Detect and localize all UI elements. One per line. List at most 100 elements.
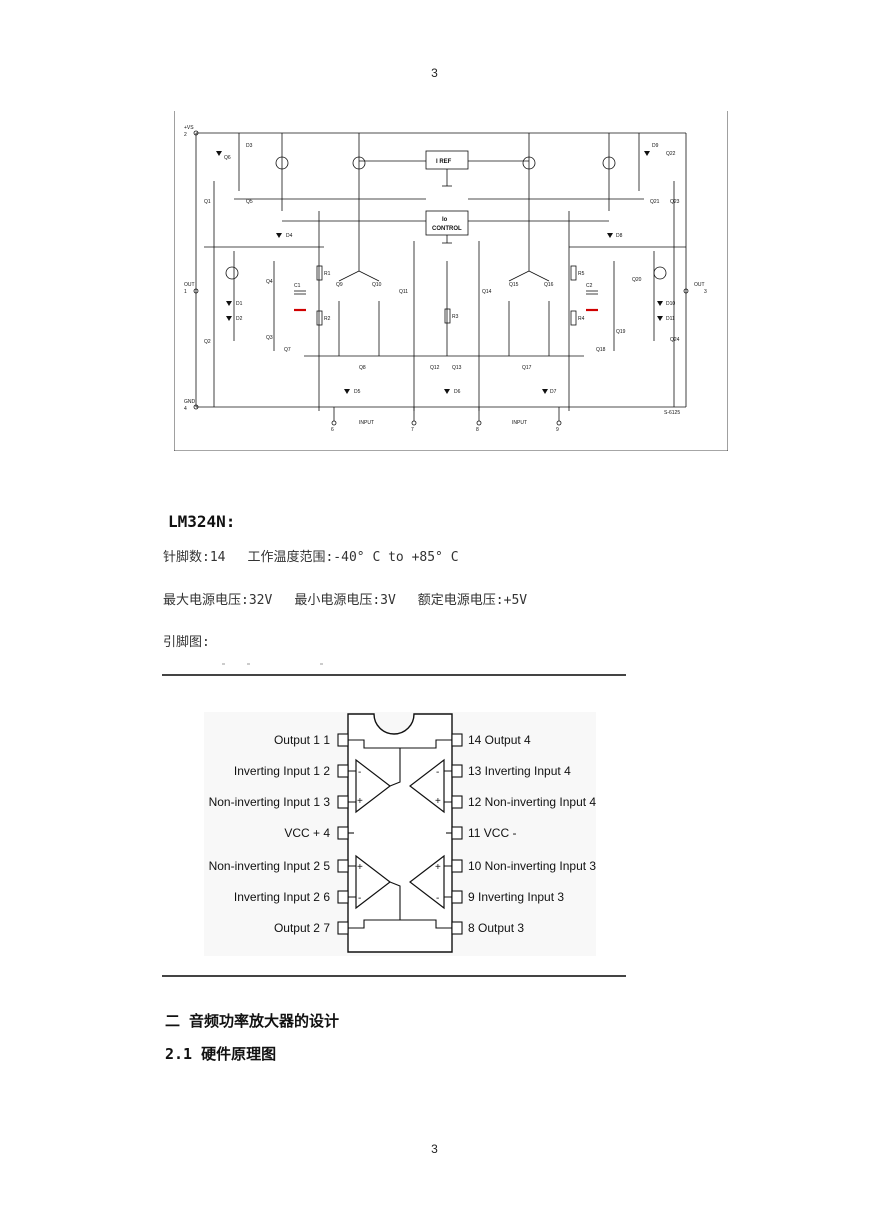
op3-minus: - (436, 893, 439, 904)
op2-minus: - (358, 893, 361, 904)
pin-label-right: 8 Output 3 (468, 921, 524, 935)
pin-label-left: Output 1 1 (274, 733, 330, 747)
sch-component-label: Q10 (372, 282, 382, 288)
pin-label-right: 10 Non-inverting Input 3 (468, 859, 596, 873)
section-2-1-title: 2.1 硬件原理图 (165, 1045, 277, 1063)
pin-label-right: 9 Inverting Input 3 (468, 890, 564, 904)
pin-label-left: Inverting Input 2 6 (234, 890, 330, 904)
sch-component-label: Q18 (596, 347, 606, 353)
sch-component-label: Q20 (632, 277, 642, 283)
sch-component-label: Q9 (336, 282, 343, 288)
sch-component-label: Q8 (359, 365, 366, 371)
decorative-dashes (222, 663, 323, 665)
sch-out2-pin: 3 (704, 289, 707, 295)
sch-component-label: R3 (452, 314, 459, 320)
sch-pin-8: 8 (476, 427, 479, 433)
pin-label-left: VCC + 4 (284, 826, 330, 840)
sch-gnd-pin: 4 (184, 406, 187, 412)
sch-component-label: D6 (454, 389, 461, 395)
pin-label-left: Inverting Input 1 2 (234, 764, 330, 778)
sch-component-label: Q11 (399, 289, 408, 295)
spec-rated-voltage: 额定电源电压:+5V (417, 593, 528, 608)
sch-out1-label: OUT (184, 282, 195, 288)
pin-label-left: Output 2 7 (274, 921, 330, 935)
pin-label-right: 14 Output 4 (468, 733, 531, 747)
sch-component-label: Q5 (246, 199, 253, 205)
sch-component-label: D2 (236, 316, 243, 322)
pin-label-right: 11 VCC - (468, 826, 516, 840)
spec-temp-range: 工作温度范围:-40° C to +85° C (247, 550, 459, 565)
lm324-internal-schematic: +VS 2 GND 4 OUT 1 OUT 3 I REF Io CONTROL… (174, 111, 728, 451)
pin-label-right: 13 Inverting Input 4 (468, 764, 571, 778)
sch-input-left: INPUT (359, 420, 374, 426)
part-title: LM324N: (168, 512, 236, 531)
sch-component-label: D3 (246, 143, 253, 149)
pin-labels-left: Output 1 1 Inverting Input 1 2 Non-inverti… (209, 733, 331, 935)
sch-component-label: Q7 (284, 347, 291, 353)
sch-component-label: C2 (586, 283, 593, 289)
op4-plus: + (435, 796, 441, 807)
sch-gnd-label: GND (184, 399, 196, 405)
sch-component-label: Q4 (266, 279, 273, 285)
divider-bottom (162, 975, 626, 977)
op1-plus: + (357, 796, 363, 807)
sch-component-label: D9 (652, 143, 659, 149)
sch-component-label: R4 (578, 316, 585, 322)
sch-input-right: INPUT (512, 420, 527, 426)
sch-out1-pin: 1 (184, 289, 187, 295)
spec-line-1: 针脚数:14 工作温度范围:-40° C to +85° C (163, 546, 459, 565)
sch-component-label: D1 (236, 301, 243, 307)
op1-minus: - (358, 767, 361, 778)
sch-pin-6: 6 (331, 427, 334, 433)
sch-out2-label: OUT (694, 282, 705, 288)
spec-pin-count: 针脚数:14 (163, 550, 226, 565)
sch-component-label: D7 (550, 389, 557, 395)
sch-component-label: D8 (616, 233, 623, 239)
page-number-bottom: 3 (431, 1142, 438, 1156)
spec-line-2: 最大电源电压:32V 最小电源电压:3V 额定电源电压:+5V (163, 589, 527, 608)
sch-component-label: Q3 (266, 335, 273, 341)
page-number-top: 3 (431, 66, 438, 80)
sch-vplus-label: +VS (184, 125, 194, 131)
sch-pin-9: 9 (556, 427, 559, 433)
sch-component-label: Q12 (430, 365, 440, 371)
sch-vplus-pin: 2 (184, 132, 187, 138)
sch-component-label: Q1 (204, 199, 211, 205)
sch-component-label: Q23 (670, 199, 680, 205)
sch-control-label: CONTROL (432, 226, 462, 232)
sch-component-label: D10 (666, 301, 675, 307)
sch-io-label: Io (442, 217, 448, 223)
sch-component-label: R5 (578, 271, 585, 277)
pin-label-left: Non-inverting Input 1 3 (209, 795, 331, 809)
sch-pin-7: 7 (411, 427, 414, 433)
sch-component-label: R1 (324, 271, 331, 277)
pin-label-left: Non-inverting Input 2 5 (209, 859, 331, 873)
sch-component-label: Q13 (452, 365, 462, 371)
sch-code: S-6125 (664, 410, 680, 416)
sch-component-label: Q19 (616, 329, 626, 335)
sch-component-label: Q24 (670, 337, 680, 343)
sch-component-label: Q14 (482, 289, 492, 295)
divider-top (162, 674, 626, 676)
sch-iref-label: I REF (436, 159, 452, 165)
pinout-heading: 引脚图: (163, 635, 210, 650)
sch-component-label: Q17 (522, 365, 532, 371)
sch-component-label: Q21 (650, 199, 660, 205)
sch-component-label: D4 (286, 233, 293, 239)
sch-component-label: D5 (354, 389, 361, 395)
pin-labels-right: 14 Output 4 13 Inverting Input 4 12 Non-in… (468, 733, 596, 935)
pin-label-right: 12 Non-inverting Input 4 (468, 795, 596, 809)
sch-component-label: R2 (324, 316, 331, 322)
sch-component-label: D11 (666, 316, 675, 322)
op3-plus: + (435, 862, 441, 873)
sch-component-label: Q2 (204, 339, 211, 345)
sch-component-label: Q22 (666, 151, 676, 157)
section-2-title: 二 音频功率放大器的设计 (165, 1012, 340, 1030)
sch-component-label: C1 (294, 283, 301, 289)
spec-max-voltage: 最大电源电压:32V (163, 593, 273, 608)
spec-min-voltage: 最小电源电压:3V (294, 593, 396, 608)
sch-component-label: Q16 (544, 282, 554, 288)
op4-minus: - (436, 767, 439, 778)
